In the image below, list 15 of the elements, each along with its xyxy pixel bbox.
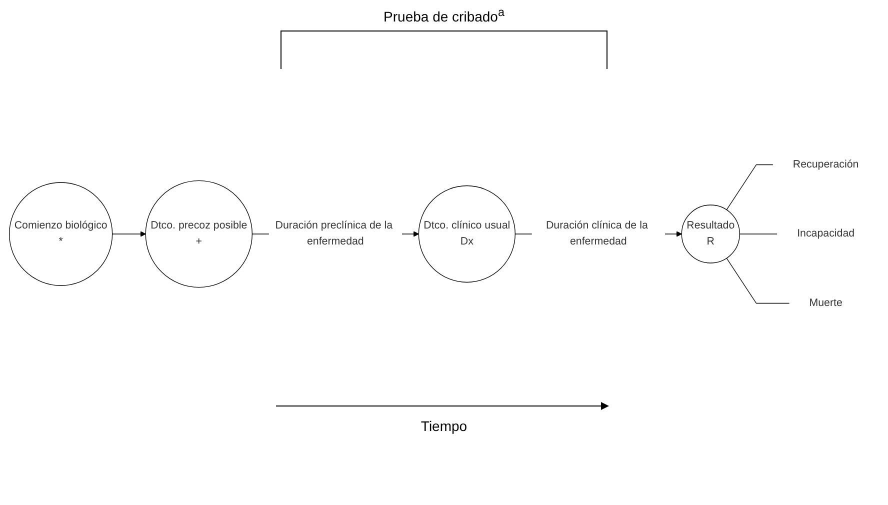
- edge-label: Duración clínica de la enfermedad: [546, 220, 648, 247]
- connector: [739, 233, 778, 234]
- arrow: [112, 230, 146, 237]
- connector: [726, 164, 774, 210]
- node-circle: Dtco. precoz posible +: [145, 180, 252, 288]
- edge-label: Duración preclínica de la enfermedad: [275, 220, 393, 247]
- node-text: Incapacidad: [797, 228, 855, 239]
- axis-label: Tiempo: [420, 418, 468, 434]
- node-text: Recuperación: [792, 158, 859, 170]
- connector: [726, 258, 790, 304]
- bracket-label: Prueba de cribado$^{a}$: [384, 6, 504, 25]
- node-text: Muerte: [809, 296, 842, 308]
- node-circle: Comienzo biológico *: [9, 182, 113, 286]
- node-circle: Resultado R: [681, 204, 740, 263]
- node-circle: Dtco. clínico usual Dx: [418, 185, 516, 282]
